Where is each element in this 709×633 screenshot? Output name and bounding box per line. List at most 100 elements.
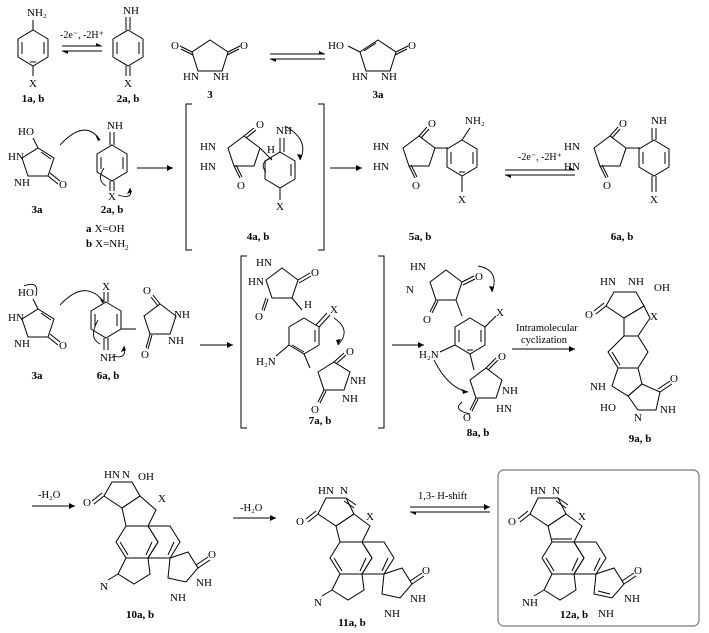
atom-n: N: [552, 485, 560, 497]
compound-10: HN N OH O X N O NH NH 10a, b: [83, 469, 216, 621]
atom-nh: NH: [381, 71, 397, 83]
atom-nh: NH: [100, 352, 116, 364]
arrow-electron-push: [23, 283, 38, 297]
atom-hn: HN: [318, 485, 334, 497]
atom-hn: HN: [564, 161, 580, 173]
atom-hn: HN: [564, 141, 580, 153]
atom-o: O: [296, 516, 304, 528]
label-12ab: 12a, b: [560, 609, 588, 621]
label-2ab: 2a, b: [117, 93, 140, 105]
atom-o: O: [256, 119, 264, 131]
atom-n: N: [122, 469, 130, 481]
condition-dehydration-1: -H₂O: [38, 490, 61, 501]
atom-o: O: [141, 349, 149, 361]
condition-oxidation-2: -2e⁻, -2H⁺: [518, 152, 562, 163]
atom-hn: HN: [373, 141, 389, 153]
atom-x: X: [578, 511, 586, 523]
compound-3a-row3: HO O HN NH 3a: [8, 283, 67, 382]
atom-o: O: [498, 351, 506, 363]
atom-oh: OH: [654, 282, 670, 294]
atom-o: O: [346, 346, 354, 358]
atom-o: O: [59, 179, 67, 191]
label-9ab: 9a, b: [629, 433, 652, 445]
label-5ab: 5a, b: [409, 231, 432, 243]
label-3: 3: [207, 89, 213, 101]
atom-n: N: [406, 284, 414, 296]
label-1ab: 1a, b: [22, 93, 45, 105]
atom-o: O: [422, 565, 430, 577]
atom-x: X: [330, 304, 338, 316]
atom-nh: NH: [174, 309, 190, 321]
atom-nh: NH: [276, 125, 292, 137]
atom-x: X: [29, 78, 37, 90]
atom-hn: HN: [496, 403, 512, 415]
atom-o: O: [143, 285, 151, 297]
compound-6: O O HN HN NH X 6a, b: [564, 115, 670, 243]
atom-hn: HN: [104, 469, 120, 481]
atom-x: X: [102, 281, 110, 293]
label-3a-row3: 3a: [32, 370, 44, 382]
arrow-electron-push: [262, 157, 273, 173]
label-3a: 3a: [373, 89, 385, 101]
atom-ho: HO: [328, 40, 344, 52]
atom-hn: HN: [200, 141, 216, 153]
atom-x: X: [650, 194, 658, 206]
atom-nh: NH: [410, 593, 426, 605]
atom-o: O: [670, 373, 678, 385]
atom-o: O: [463, 412, 471, 424]
atom-x: X: [366, 511, 374, 523]
atom-nh: NH: [624, 593, 640, 605]
atom-h: H: [304, 299, 312, 311]
atom-o: O: [171, 40, 179, 52]
label-3a-row2: 3a: [32, 204, 44, 216]
condition-dehydration-2: -H₂O: [240, 503, 263, 514]
atom-hn: HN: [256, 257, 272, 269]
label-6ab: 6a, b: [611, 231, 634, 243]
arrow-electron-push: [457, 401, 471, 415]
atom-h2n: H₂N: [256, 356, 276, 368]
compound-6-row3: X NH O O NH NH 6a, b: [90, 281, 190, 382]
compound-5: O O HN HN NH₂ X 5a, b: [373, 115, 485, 243]
condition-oxidation-1: -2e⁻, -2H⁺: [60, 30, 104, 41]
label-2ab-row2: 2a, b: [101, 204, 124, 216]
atom-nh: NH: [660, 404, 676, 416]
atom-o: O: [408, 40, 416, 52]
arrow-electron-push: [100, 167, 107, 187]
compound-11: HN N O X N O NH NH 11a, b: [296, 485, 430, 629]
compound-4: O O HN HN H NH X 4a, b: [200, 119, 304, 243]
condition-cyclization-1: Intramolecular: [516, 323, 578, 334]
atom-ho: HO: [18, 126, 34, 138]
compound-3a-row2: HO O HN NH 3a: [8, 126, 67, 216]
final-product-box: [497, 469, 700, 627]
label-10ab: 10a, b: [126, 609, 154, 621]
label-8ab: 8a, b: [467, 427, 490, 439]
atom-hn: HN: [373, 161, 389, 173]
atom-o: O: [428, 118, 436, 130]
atom-o: O: [255, 311, 263, 323]
atom-hn: HN: [600, 276, 616, 288]
atom-o: O: [603, 180, 611, 192]
atom-hn: HN: [8, 312, 24, 324]
atom-n: N: [340, 485, 348, 497]
atom-nh: NH: [590, 381, 606, 393]
atom-x: X: [650, 311, 658, 323]
atom-ho: HO: [18, 287, 34, 299]
atom-n: N: [634, 412, 642, 424]
atom-hn: HN: [200, 161, 216, 173]
arrow-electron-push: [93, 319, 101, 345]
atom-hn: HN: [8, 151, 24, 163]
arrow-electron-push: [59, 129, 101, 146]
arrow-electron-push: [59, 290, 105, 306]
atom-o: O: [585, 309, 593, 321]
atom-o: O: [240, 40, 248, 52]
compound-9: HN NH OH O X NH HO O N NH 9a, b: [585, 276, 678, 445]
atom-nh: NH: [196, 577, 212, 589]
atom-nh: NH: [628, 276, 644, 288]
atom-o: O: [311, 404, 319, 416]
atom-o: O: [508, 516, 516, 528]
compound-12: HN N O X NH O NH NH 12a, b: [508, 485, 642, 621]
atom-hn: HN: [530, 485, 546, 497]
atom-ho: HO: [600, 402, 616, 414]
